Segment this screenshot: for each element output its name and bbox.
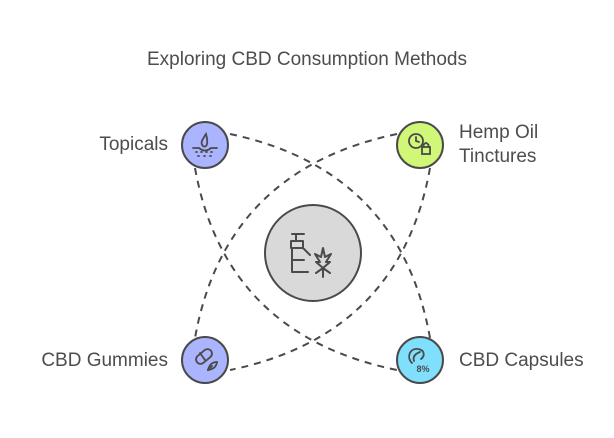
connector-topicals-capsules-upper [229,133,431,339]
label-topicals: Topicals [99,134,168,155]
diagram-title: Exploring CBD Consumption Methods [147,49,467,70]
label-cbd-gummies: CBD Gummies [41,350,168,371]
center-node [264,204,362,302]
connector-hemp-gummies-lower [229,167,431,371]
node-topicals[interactable] [181,121,229,169]
node-cbd-gummies[interactable] [181,336,229,384]
percent-text: 8% [416,364,429,374]
clock-lock-icon [408,133,431,155]
skin-drop-icon [192,131,218,157]
label-hemp-line2: Tinctures [459,146,537,167]
pill-leaf-icon [195,348,219,372]
connector-hemp-gummies-upper [194,133,398,339]
connector-topicals-capsules-lower [194,167,398,371]
node-cbd-capsules[interactable]: 8% [396,336,444,384]
node-hemp-oil-tinctures[interactable] [396,121,444,169]
label-hemp-line1: Hemp Oil [459,122,539,143]
lotion-bottle-cannabis-leaf-icon [290,233,332,278]
label-hemp-oil-tinctures: Hemp Oil Tinctures [459,121,538,169]
label-cbd-capsules: CBD Capsules [459,350,584,371]
bean-percent-icon [408,348,425,364]
